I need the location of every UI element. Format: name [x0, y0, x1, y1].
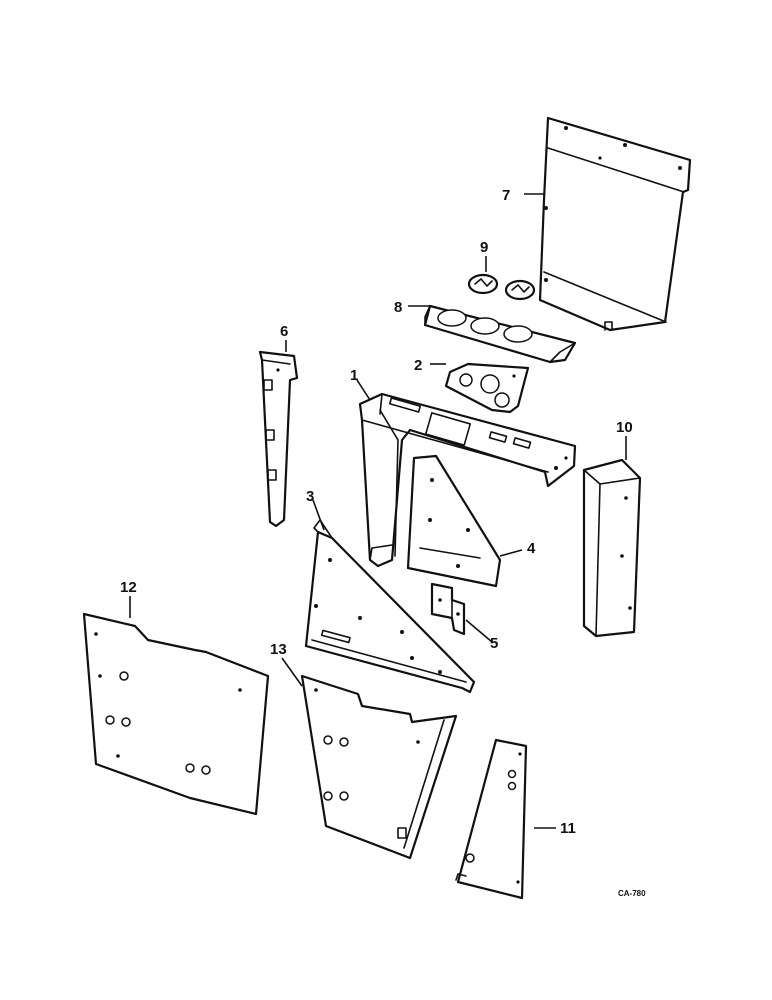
callout-5: 5	[490, 635, 498, 652]
callout-6: 6	[280, 323, 288, 340]
part-12-left-panel	[82, 612, 270, 816]
part-5-small-bracket	[430, 582, 466, 636]
drawing-code: CA-780	[618, 889, 646, 898]
part-3-side-panel	[304, 519, 476, 694]
part-4-gusset	[406, 454, 502, 588]
callout-12: 12	[120, 579, 137, 596]
callout-2: 2	[414, 357, 422, 374]
callout-7: 7	[502, 187, 510, 204]
callout-11: 11	[560, 820, 576, 837]
callout-9: 9	[480, 239, 488, 256]
callout-13: 13	[270, 641, 287, 658]
part-6-left-post	[258, 350, 299, 528]
part-7-rear-panel	[538, 116, 692, 332]
part-10-right-post	[582, 458, 642, 638]
callout-labels: 1 2 3 4 5 6 7 8 9 10 11 12 13 CA-780	[120, 187, 646, 898]
part-13-middle-panel	[300, 674, 458, 860]
leader-lines	[129, 193, 627, 829]
part-11-right-panel	[455, 738, 528, 900]
callout-4: 4	[527, 540, 536, 557]
part-8-gauge-panel	[423, 304, 577, 364]
callout-3: 3	[306, 488, 314, 505]
callout-1: 1	[350, 367, 358, 384]
callout-10: 10	[616, 419, 633, 436]
part-2-bracket-plate	[444, 362, 530, 414]
part-1-main-frame	[358, 392, 577, 568]
part-9-caps	[467, 273, 536, 301]
callout-8: 8	[394, 299, 402, 316]
